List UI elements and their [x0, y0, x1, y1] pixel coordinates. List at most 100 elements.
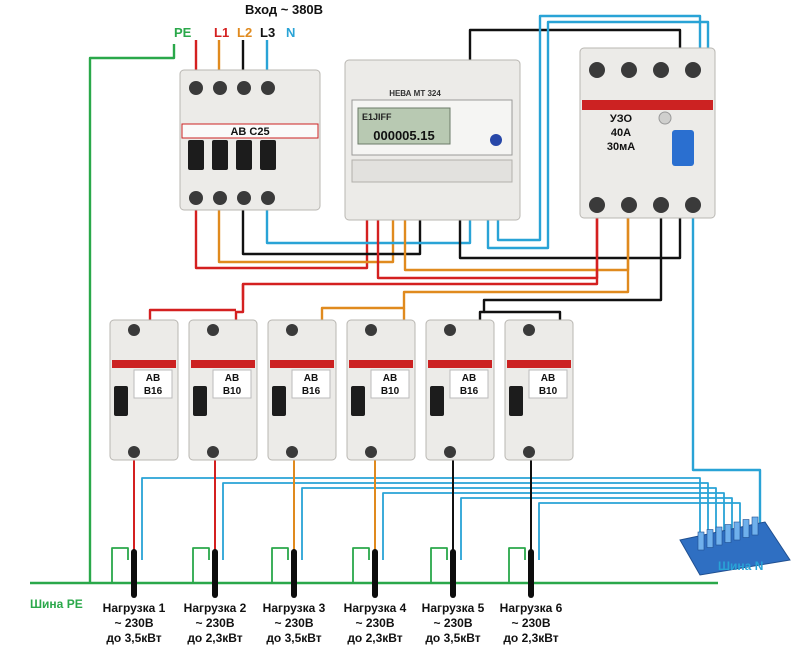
bus-pe-label: Шина PE — [30, 597, 83, 611]
wire-pe-load-4 — [352, 547, 370, 583]
rcd-terminal-bottom — [685, 197, 701, 213]
n-bus-screw — [742, 519, 750, 538]
rcd-lever — [672, 130, 694, 166]
group-breaker-label-bg — [370, 369, 410, 399]
main-breaker-terminal-top — [213, 81, 227, 95]
group-breaker-terminal-bottom — [365, 446, 377, 458]
input-l2-label: L2 — [237, 25, 252, 40]
wire-l3-to-group3 — [478, 212, 663, 320]
wire-n-to-bus — [691, 212, 762, 540]
group-breaker-lever — [430, 386, 444, 416]
rcd-terminal-bottom — [621, 197, 637, 213]
rcd-label-type: УЗО — [610, 113, 633, 125]
group-breaker-type: АВ — [225, 373, 239, 384]
group-breaker-label-bg — [291, 369, 331, 399]
wire-n-to-rcd-top — [486, 20, 710, 250]
n-bus-screw — [733, 521, 741, 541]
meter-lcd — [357, 107, 451, 145]
wire-n-return-1 — [141, 477, 701, 560]
input-n-label: N — [286, 25, 295, 40]
load-voltage-4: ~ 230В — [355, 616, 394, 630]
group-breaker-5: АВ В16 — [425, 319, 495, 461]
wire-pe-load-6 — [508, 547, 526, 583]
rcd-terminal-bottom — [653, 197, 669, 213]
main-breaker-terminal-top — [261, 81, 275, 95]
wire-n-return-2 — [222, 482, 709, 560]
main-breaker-label-bg — [181, 123, 319, 139]
wire-n-to-meter — [265, 208, 472, 245]
main-breaker-terminal-top — [237, 81, 251, 95]
group-breaker-lever — [509, 386, 523, 416]
n-bus-screw — [706, 529, 714, 548]
load-voltage-6: ~ 230В — [511, 616, 550, 630]
meter-indicator: E1JIFF — [362, 112, 392, 122]
group-breaker-lever — [351, 386, 365, 416]
wire-l3-branch — [484, 310, 562, 320]
group-breaker-stripe — [349, 360, 413, 368]
group-breaker-terminal-top — [128, 324, 140, 336]
load-name-3: Нагрузка 3 — [263, 601, 326, 615]
group-breaker-stripe — [428, 360, 492, 368]
meter-button — [490, 134, 502, 146]
wire-l1-jumper — [148, 308, 236, 320]
group-breaker-terminal-top — [207, 324, 219, 336]
group-breaker-type: АВ — [383, 373, 397, 384]
group-breaker-rating: В10 — [223, 386, 242, 397]
group-breaker-label-bg — [528, 369, 568, 399]
labels: Вход ~ 380В PE L1 L2 L3 N Шина PE Шина N… — [30, 2, 763, 645]
rcd-terminal-top — [653, 62, 669, 78]
diagram-title: Вход ~ 380В — [245, 2, 323, 17]
rcd: УЗО 40А 30мА — [579, 47, 716, 219]
load-power-4: до 2,3кВт — [347, 631, 402, 645]
group-breaker-terminal-bottom — [128, 446, 140, 458]
main-breaker-terminal-bottom — [189, 191, 203, 205]
group-breaker-type: АВ — [541, 373, 555, 384]
group-breaker-lever — [193, 386, 207, 416]
rcd-terminal-bottom — [589, 197, 605, 213]
group-breaker-terminal-bottom — [444, 446, 456, 458]
rcd-label-current: 40А — [611, 127, 631, 139]
main-breaker-lever — [188, 140, 204, 170]
group-breaker-type: АВ — [146, 373, 160, 384]
load-voltage-1: ~ 230В — [114, 616, 153, 630]
load-power-6: до 2,3кВт — [503, 631, 558, 645]
main-breaker-lever — [260, 140, 276, 170]
wire-pe-load-3 — [271, 547, 289, 583]
input-l1-label: L1 — [214, 25, 229, 40]
load-power-2: до 2,3кВт — [187, 631, 242, 645]
group-breaker-lever — [272, 386, 286, 416]
main-breaker-terminal-bottom — [237, 191, 251, 205]
n-bus-bar — [679, 516, 791, 576]
wire-pe-load-1 — [111, 547, 129, 583]
load-voltage-5: ~ 230В — [433, 616, 472, 630]
rcd-label-leakage: 30мА — [607, 141, 635, 153]
wire-pe-load-5 — [430, 547, 448, 583]
main-breaker: АВ С25 — [179, 69, 321, 211]
meter-terminal-cover — [351, 159, 513, 183]
group-breaker-stripe — [112, 360, 176, 368]
meter-brand: НЕВА МТ 324 — [389, 89, 441, 98]
rcd-terminal-top — [621, 62, 637, 78]
load-name-1: Нагрузка 1 — [103, 601, 166, 615]
load-voltage-3: ~ 230В — [274, 616, 313, 630]
group-breaker-rating: В10 — [381, 386, 400, 397]
group-breaker-rating: В16 — [460, 386, 479, 397]
load-voltage-2: ~ 230В — [195, 616, 234, 630]
main-breaker-lever — [236, 140, 252, 170]
group-breaker-terminal-bottom — [286, 446, 298, 458]
n-bus-screw — [715, 526, 723, 546]
wire-n-return-4 — [382, 492, 725, 560]
group-breaker-rating: В16 — [302, 386, 321, 397]
load-name-5: Нагрузка 5 — [422, 601, 485, 615]
rcd-body — [579, 47, 716, 219]
n-bus-screw — [724, 524, 732, 543]
group-breaker-terminal-bottom — [207, 446, 219, 458]
group-breaker-type: АВ — [462, 373, 476, 384]
input-l3-label: L3 — [260, 25, 275, 40]
group-breaker-label-bg — [133, 369, 173, 399]
bus-n-label: Шина N — [718, 559, 763, 573]
group-breaker-terminal-top — [286, 324, 298, 336]
